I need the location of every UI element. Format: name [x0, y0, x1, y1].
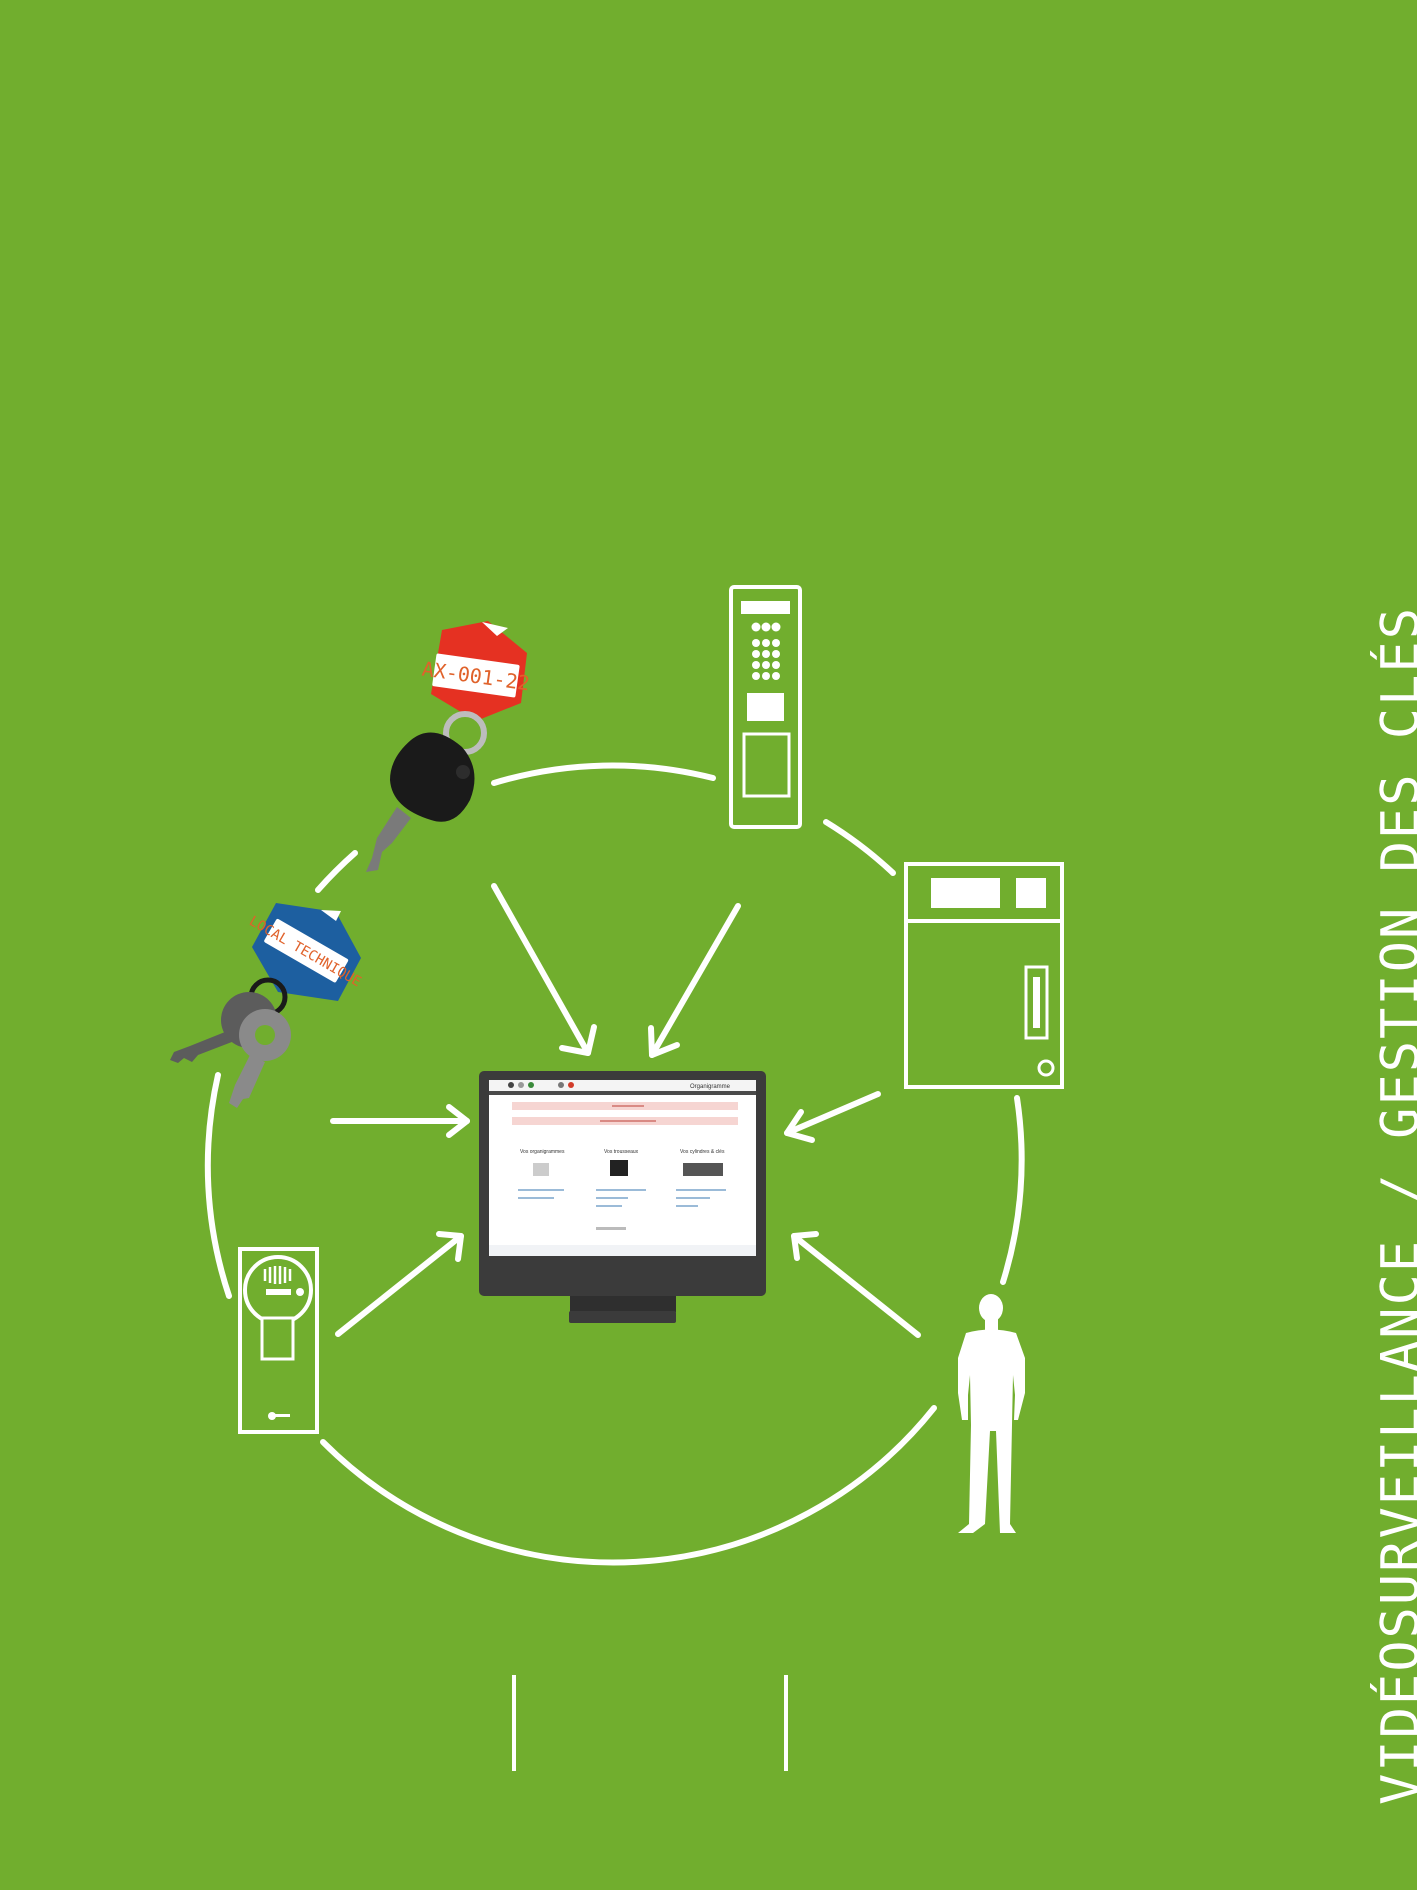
lock-cylinder-icon — [238, 1247, 319, 1434]
car-key-icon: AX-001-22 — [366, 621, 531, 872]
arrow-from-intercom — [648, 903, 741, 1058]
bottom-marks — [512, 1675, 788, 1771]
key-cabinet-icon — [904, 862, 1064, 1089]
cycle-circle — [204, 762, 1025, 1566]
arrow-from-person — [791, 1231, 921, 1338]
screen-brand: Organigramme — [690, 1084, 731, 1090]
arrow-from-cylinder — [335, 1231, 464, 1337]
arc-top-right — [823, 819, 896, 876]
person-icon — [958, 1294, 1025, 1533]
arrow-from-keybunch — [330, 1104, 470, 1138]
arc-top-left — [315, 850, 358, 893]
screen-col-1: Vos organigrammes — [520, 1149, 565, 1155]
arc-left — [204, 1072, 232, 1299]
arc-top — [491, 762, 716, 786]
monitor-icon: Organigramme Vos organigrammes Vos trous… — [479, 1071, 766, 1323]
vertical-title: VIDÉOSURVEILLANCE / GESTION DES CLÉS — [1371, 605, 1417, 1805]
arrow-from-cabinet — [784, 1091, 881, 1143]
screen-col-2: Vos trousseaux — [604, 1149, 639, 1155]
arrow-from-keys — [491, 883, 597, 1056]
door-intercom-icon — [729, 585, 802, 829]
arc-right — [1000, 1095, 1025, 1285]
arc-bottom — [320, 1405, 937, 1566]
key-bunch-icon: LOCAL TECHNIQUE — [170, 903, 364, 1108]
arrows — [330, 883, 921, 1338]
screen-col-3: Vos cylindres & clés — [680, 1149, 725, 1155]
monitor-screen: Organigramme Vos organigrammes Vos trous… — [489, 1080, 756, 1256]
